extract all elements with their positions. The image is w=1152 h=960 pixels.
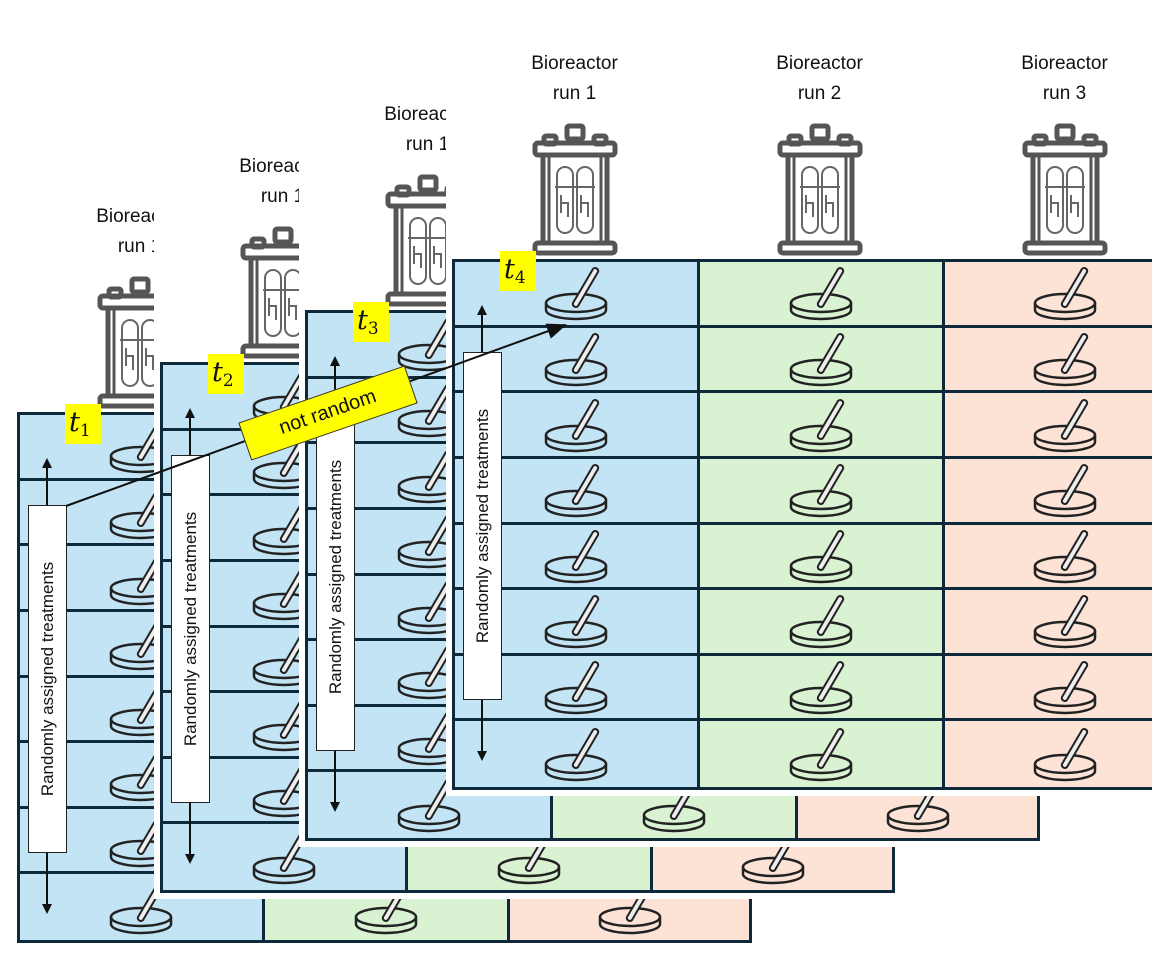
petri-dish-icon bbox=[788, 657, 854, 715]
petri-dish-icon bbox=[543, 460, 609, 518]
treatment-grid bbox=[452, 259, 1152, 790]
petri-dish-icon bbox=[1032, 657, 1098, 715]
petri-dish-icon bbox=[1032, 329, 1098, 387]
petri-dish-icon bbox=[543, 526, 609, 584]
petri-dish-icon bbox=[543, 329, 609, 387]
petri-dish-icon bbox=[396, 511, 462, 569]
grid-cell-run3 bbox=[942, 327, 1152, 394]
grid-cell-run2 bbox=[697, 327, 942, 394]
treatment-assignment-text: Randomly assigned treatments bbox=[472, 408, 492, 644]
run-label: Bioreactor run 2 bbox=[697, 49, 942, 109]
run-subtitle: run 1 bbox=[117, 236, 162, 257]
grid-cell-run3 bbox=[942, 393, 1152, 459]
run-title: Bioreactor bbox=[531, 53, 618, 74]
run-subtitle: run 1 bbox=[405, 134, 450, 155]
time-point-label: t2 bbox=[208, 354, 244, 394]
bioreactor-header-run-1: Bioreactor run 1 bbox=[452, 49, 697, 259]
grid-cell-run3 bbox=[942, 590, 1152, 656]
time-symbol: t bbox=[504, 254, 515, 285]
petri-dish-icon bbox=[543, 657, 609, 715]
bioreactor-header-run-2: Bioreactor run 2 bbox=[697, 49, 942, 259]
run-label: Bioreactor run 3 bbox=[942, 49, 1152, 109]
bioreactor-icon bbox=[775, 123, 865, 257]
grid-cell-run3 bbox=[942, 721, 1152, 787]
time-index: 1 bbox=[79, 421, 91, 441]
treatment-assignment-text: Randomly assigned treatments bbox=[325, 459, 345, 695]
bioreactor-icon bbox=[1020, 123, 1110, 257]
run-title: Bioreactor bbox=[1021, 53, 1108, 74]
petri-dish-icon bbox=[1032, 724, 1098, 782]
time-symbol: t bbox=[69, 407, 80, 438]
grid-cell-run3 bbox=[942, 524, 1152, 591]
run-subtitle: run 3 bbox=[1042, 83, 1087, 104]
time-point-label: t3 bbox=[353, 302, 389, 342]
time-index: 4 bbox=[514, 268, 526, 288]
treatment-assignment-label: Randomly assigned treatments bbox=[463, 352, 502, 700]
run-title: Bioreactor bbox=[776, 53, 863, 74]
time-point-label: t1 bbox=[65, 404, 101, 444]
grid-cell-run3 bbox=[942, 262, 1152, 328]
run-label: Bioreactor run 1 bbox=[452, 49, 697, 109]
treatment-assignment-text: Randomly assigned treatments bbox=[180, 511, 200, 747]
run-subtitle: run 1 bbox=[260, 186, 305, 207]
petri-dish-icon bbox=[788, 724, 854, 782]
petri-dish-icon bbox=[1032, 591, 1098, 649]
petri-dish-icon bbox=[788, 395, 854, 453]
treatment-assignment-label: Randomly assigned treatments bbox=[316, 403, 355, 751]
petri-dish-icon bbox=[788, 329, 854, 387]
bioreactor-header-run-3: Bioreactor run 3 bbox=[942, 49, 1152, 259]
petri-dish-icon bbox=[543, 724, 609, 782]
time-symbol: t bbox=[212, 357, 223, 388]
grid-cell-run2 bbox=[697, 262, 942, 328]
petri-dish-icon bbox=[1032, 395, 1098, 453]
petri-dish-icon bbox=[788, 591, 854, 649]
bioreactor-icon bbox=[530, 123, 620, 257]
petri-dish-icon bbox=[1032, 460, 1098, 518]
time-point-label: t4 bbox=[500, 251, 536, 291]
petri-dish-icon bbox=[543, 263, 609, 321]
petri-dish-icon bbox=[543, 395, 609, 453]
time-index: 3 bbox=[367, 319, 379, 339]
petri-dish-icon bbox=[543, 591, 609, 649]
grid-cell-run3 bbox=[942, 655, 1152, 722]
treatment-assignment-label: Randomly assigned treatments bbox=[171, 455, 210, 803]
petri-dish-icon bbox=[788, 263, 854, 321]
run-subtitle: run 2 bbox=[797, 83, 842, 104]
time-index: 2 bbox=[222, 371, 234, 391]
grid-cell-run1 bbox=[455, 262, 697, 328]
grid-cell-run1 bbox=[455, 721, 697, 787]
treatment-assignment-label: Randomly assigned treatments bbox=[28, 505, 67, 853]
petri-dish-icon bbox=[1032, 526, 1098, 584]
grid-cell-run2 bbox=[697, 655, 942, 722]
time-symbol: t bbox=[357, 305, 368, 336]
grid-cell-run2 bbox=[697, 590, 942, 656]
petri-dish-icon bbox=[788, 526, 854, 584]
petri-dish-icon bbox=[1032, 263, 1098, 321]
grid-cell-run3 bbox=[942, 458, 1152, 525]
grid-cell-run2 bbox=[697, 721, 942, 787]
run-subtitle: run 1 bbox=[552, 83, 597, 104]
treatment-assignment-text: Randomly assigned treatments bbox=[37, 561, 57, 797]
grid-cell-run2 bbox=[697, 524, 942, 591]
grid-cell-run2 bbox=[697, 458, 942, 525]
grid-cell-run2 bbox=[697, 393, 942, 459]
petri-dish-icon bbox=[788, 460, 854, 518]
